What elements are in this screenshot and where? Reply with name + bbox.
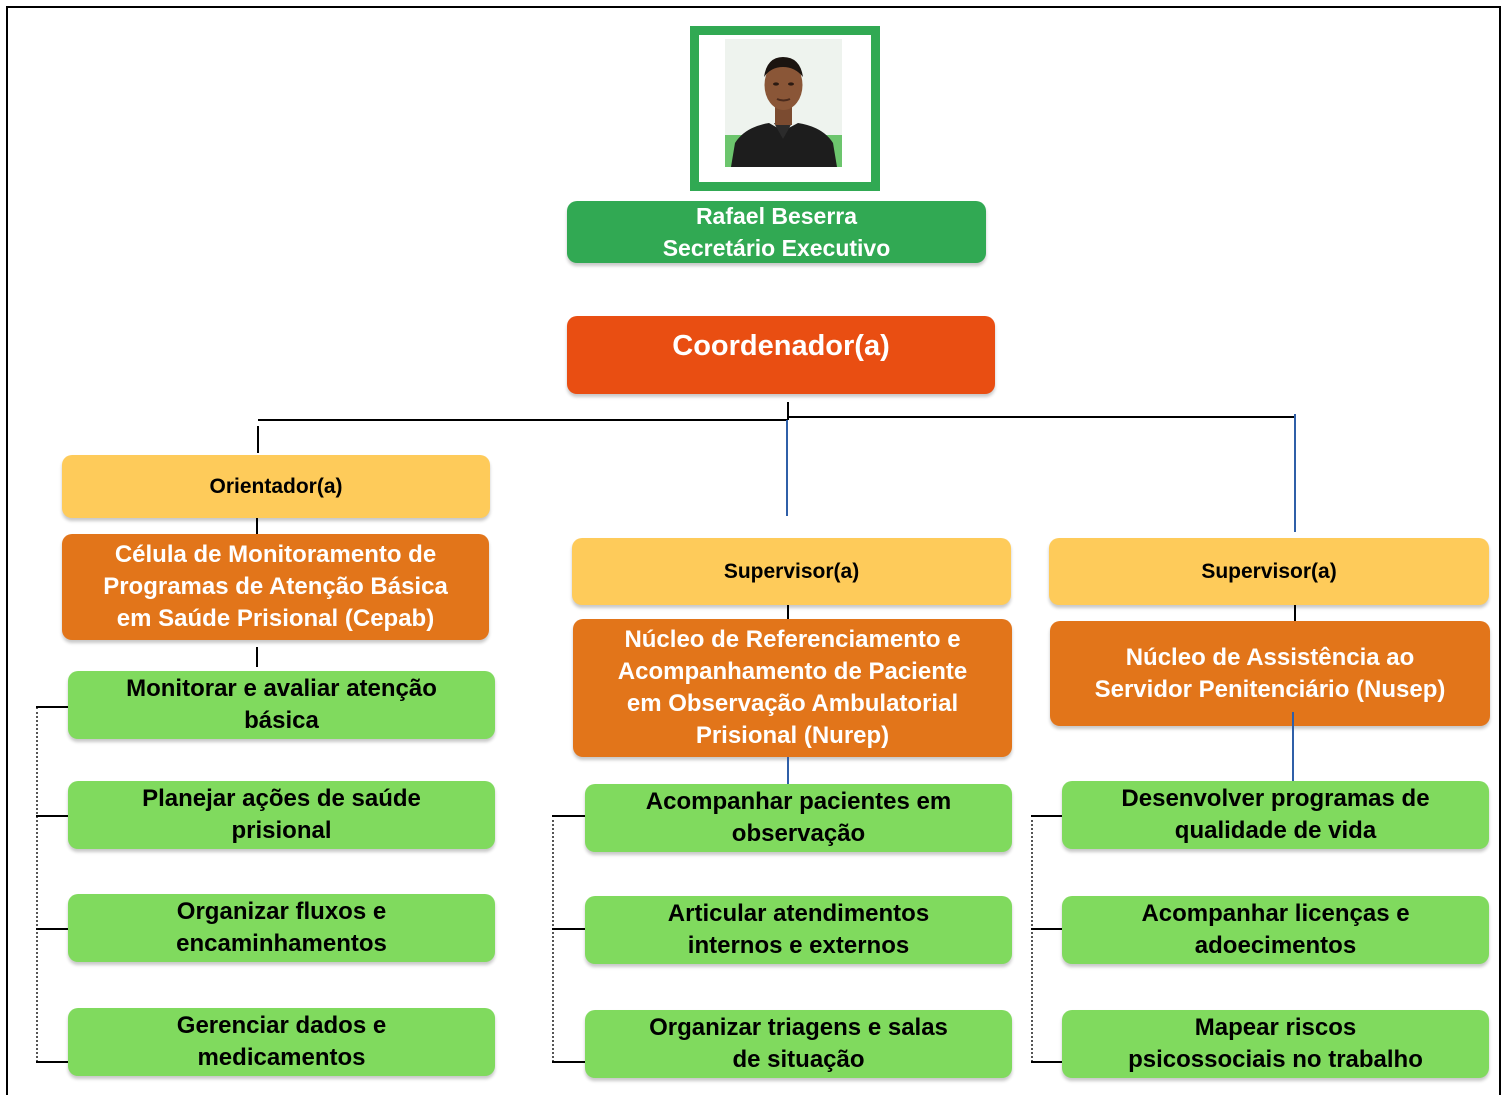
branch-3-supervisor: Supervisor(a) — [1049, 538, 1489, 605]
branch-1-tasks-rail — [36, 707, 38, 1062]
page-frame — [6, 6, 1501, 1095]
task-line: psicossociais no trabalho — [1128, 1046, 1423, 1073]
branch-3-task-1: Desenvolver programas de qualidade de vi… — [1062, 781, 1489, 849]
branch-3-task-1-tick — [1031, 815, 1063, 817]
task-line: prisional — [231, 817, 332, 844]
coordinator-box: Coordenador(a) — [567, 316, 995, 394]
connector-branch-1-unit-task — [256, 647, 258, 667]
branch-2-unit-line-4: Prisional (Nurep) — [695, 722, 890, 749]
task-line: Organizar fluxos e — [176, 898, 387, 925]
branch-1-task-2: Planejar ações de saúde prisional — [68, 781, 495, 849]
branch-3-unit-line-1: Núcleo de Assistência ao — [1125, 643, 1415, 671]
task-line: de situação — [732, 1046, 865, 1073]
task-line: Mapear riscos — [1194, 1014, 1357, 1041]
branch-1-task-4-tick — [36, 1061, 68, 1063]
connector-top-left — [258, 419, 788, 421]
branch-2-task-3: Organizar triagens e salas de situação — [585, 1010, 1012, 1078]
branch-2-task-1: Acompanhar pacientes em observação — [585, 784, 1012, 852]
branch-1-task-1: Monitorar e avaliar atenção básica — [68, 671, 495, 739]
branch-2-task-2-tick — [552, 928, 585, 930]
task-line: encaminhamentos — [176, 930, 387, 957]
connector-branch-3-unit-task — [1292, 712, 1294, 794]
task-line: Desenvolver programas de — [1121, 785, 1430, 812]
branch-1-task-1-tick — [36, 706, 68, 708]
person-portrait-icon — [725, 39, 842, 167]
executive-role: Secretário Executivo — [662, 235, 891, 261]
executive-photo — [725, 39, 842, 167]
task-line: qualidade de vida — [1174, 817, 1377, 844]
branch-3-task-3: Mapear riscos psicossociais no trabalho — [1062, 1010, 1489, 1078]
task-line: Articular atendimentos — [667, 900, 930, 927]
branch-1-supervisor-label: Orientador(a) — [209, 474, 343, 498]
branch-3-unit-line-2: Servidor Penitenciário (Nusep) — [1094, 675, 1446, 703]
task-line: Monitorar e avaliar atenção — [126, 675, 437, 702]
branch-2-supervisor: Supervisor(a) — [572, 538, 1011, 605]
branch-1-unit-line-3: em Saúde Prisional (Cepab) — [116, 605, 435, 632]
connector-branch-1-drop — [257, 426, 259, 453]
branch-2-task-1-tick — [552, 815, 585, 817]
branch-1-supervisor: Orientador(a) — [62, 455, 490, 518]
connector-branch-3-sup-unit — [1294, 605, 1296, 621]
connector-branch-1-sup-unit — [256, 518, 258, 534]
branch-2-task-2: Articular atendimentos internos e extern… — [585, 896, 1012, 964]
coordinator-label: Coordenador(a) — [672, 330, 890, 362]
task-line: Planejar ações de saúde — [142, 785, 421, 812]
connector-top-right — [788, 416, 1296, 418]
branch-2-unit-line-2: Acompanhamento de Paciente — [617, 658, 968, 685]
executive-photo-frame — [690, 26, 880, 191]
branch-1-unit-line-2: Programas de Atenção Básica — [103, 573, 448, 600]
executive-box: Rafael Beserra Secretário Executivo — [567, 201, 986, 263]
branch-2-supervisor-label: Supervisor(a) — [723, 559, 860, 583]
branch-1-unit: Célula de Monitoramento de Programas de … — [62, 534, 489, 640]
branch-1-task-3: Organizar fluxos e encaminhamentos — [68, 894, 495, 962]
task-line: medicamentos — [197, 1044, 366, 1071]
branch-2-unit-line-3: em Observação Ambulatorial — [626, 690, 959, 717]
task-line: Acompanhar pacientes em — [645, 788, 952, 815]
connector-branch-2-unit-task — [787, 757, 789, 785]
connector-coordinator-stem — [787, 402, 789, 420]
branch-2-task-3-tick — [552, 1061, 585, 1063]
branch-2-unit-line-1: Núcleo de Referenciamento e — [624, 626, 961, 653]
task-line: Acompanhar licenças e — [1141, 900, 1410, 927]
branch-1-task-3-tick — [36, 928, 68, 930]
task-line: básica — [244, 707, 319, 734]
branch-1-task-4: Gerenciar dados e medicamentos — [68, 1008, 495, 1076]
task-line: internos e externos — [687, 932, 910, 959]
branch-3-supervisor-label: Supervisor(a) — [1201, 559, 1337, 583]
task-line: adoecimentos — [1194, 932, 1357, 959]
branch-2-unit: Núcleo de Referenciamento e Acompanhamen… — [573, 619, 1012, 757]
task-line: Gerenciar dados e — [176, 1012, 387, 1039]
connector-branch-3-drop — [1294, 414, 1296, 532]
connector-branch-2-sup-unit — [787, 605, 789, 619]
task-line: observação — [731, 820, 866, 847]
branch-3-task-3-tick — [1031, 1061, 1063, 1063]
branch-3-unit: Núcleo de Assistência ao Servidor Penite… — [1050, 621, 1490, 726]
branch-3-task-2-tick — [1031, 928, 1063, 930]
task-line: Organizar triagens e salas — [649, 1014, 948, 1041]
branch-1-task-2-tick — [36, 815, 68, 817]
connector-branch-2-drop — [786, 420, 788, 516]
branch-3-task-2: Acompanhar licenças e adoecimentos — [1062, 896, 1489, 964]
executive-name: Rafael Beserra — [695, 203, 858, 229]
branch-1-unit-line-1: Célula de Monitoramento de — [114, 541, 437, 568]
branch-3-tasks-rail — [1031, 815, 1033, 1062]
branch-2-tasks-rail — [552, 815, 554, 1062]
